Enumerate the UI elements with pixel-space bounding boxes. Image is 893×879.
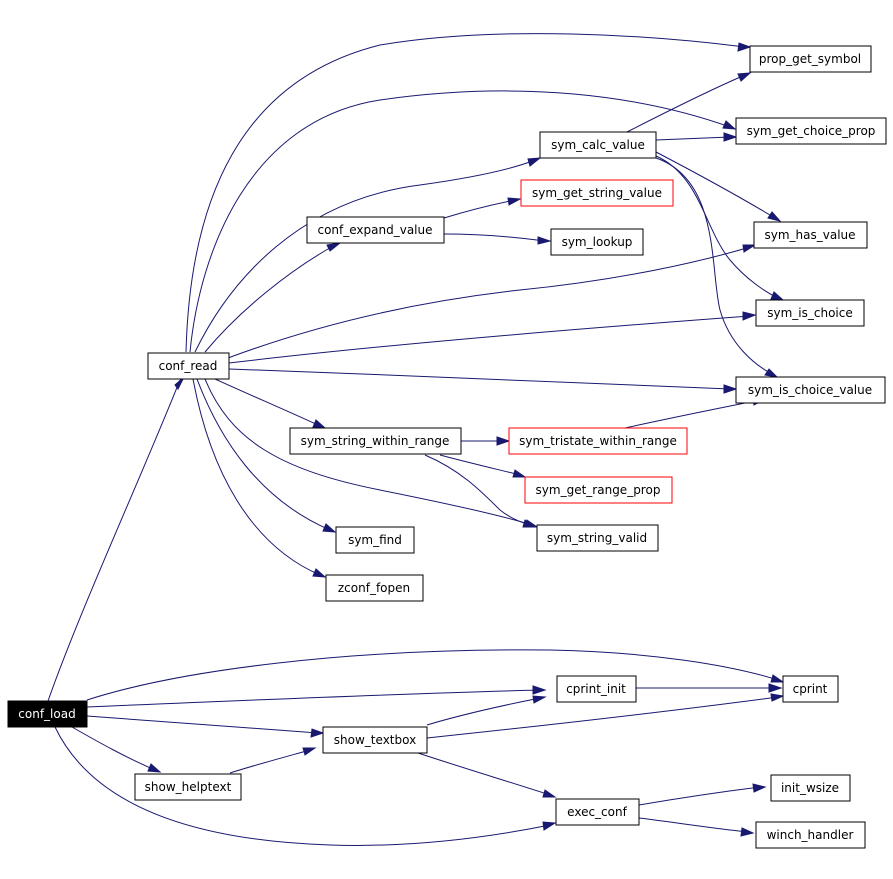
edge-conf_load-conf_read bbox=[47, 376, 185, 702]
svg-text:cprint_init: cprint_init bbox=[566, 682, 626, 696]
svg-text:sym_calc_value: sym_calc_value bbox=[551, 138, 645, 152]
svg-text:sym_get_range_prop: sym_get_range_prop bbox=[536, 483, 661, 497]
edge-conf_expand_value-sym_lookup bbox=[443, 233, 552, 245]
node-sym_string_valid[interactable]: sym_string_valid bbox=[536, 524, 659, 552]
node-winch_handler[interactable]: winch_handler bbox=[755, 821, 866, 849]
node-sym_has_value[interactable]: sym_has_value bbox=[753, 221, 868, 249]
edge-show_textbox-exec_conf bbox=[414, 751, 557, 798]
node-init_wsize[interactable]: init_wsize bbox=[770, 774, 851, 802]
edge-exec_conf-winch_handler bbox=[638, 817, 755, 837]
svg-text:sym_is_choice: sym_is_choice bbox=[767, 306, 853, 320]
node-cprint[interactable]: cprint bbox=[782, 675, 839, 703]
node-show_textbox[interactable]: show_textbox bbox=[322, 726, 428, 754]
edge-conf_read-sym_is_choice bbox=[228, 311, 757, 364]
svg-text:cprint: cprint bbox=[793, 682, 828, 696]
svg-text:sym_find: sym_find bbox=[348, 533, 402, 547]
edge-exec_conf-init_wsize bbox=[638, 783, 767, 806]
edge-conf_read-sym_calc_value bbox=[194, 157, 542, 353]
svg-text:sym_is_choice_value: sym_is_choice_value bbox=[748, 383, 872, 397]
edge-conf_load-show_textbox bbox=[86, 715, 325, 738]
svg-text:exec_conf: exec_conf bbox=[567, 805, 627, 819]
node-conf_expand_value[interactable]: conf_expand_value bbox=[306, 216, 445, 244]
edge-conf_read-sym_string_within_range bbox=[214, 378, 327, 429]
edge-conf_read-zconf_fopen bbox=[192, 378, 327, 578]
svg-text:show_helptext: show_helptext bbox=[145, 780, 232, 794]
edge-conf_load-show_helptext bbox=[71, 726, 162, 773]
edge-conf_read-conf_expand_value bbox=[204, 242, 342, 353]
node-sym_get_choice_prop[interactable]: sym_get_choice_prop bbox=[735, 117, 887, 145]
svg-text:sym_string_within_range: sym_string_within_range bbox=[301, 434, 450, 448]
svg-text:show_textbox: show_textbox bbox=[334, 733, 416, 747]
edge-show_textbox-cprint_init bbox=[426, 695, 547, 726]
edge-conf_read-sym_has_value bbox=[227, 244, 757, 359]
edge-conf_read-sym_get_choice_prop bbox=[189, 90, 737, 353]
edge-sym_calc_value-sym_has_value bbox=[655, 151, 782, 222]
edge-sym_string_within_range-sym_string_valid bbox=[424, 454, 537, 528]
edge-sym_string_within_range-sym_get_range_prop bbox=[439, 454, 527, 478]
node-sym_tristate_within_range[interactable]: sym_tristate_within_range bbox=[508, 427, 688, 455]
edge-sym_calc_value-sym_get_choice_prop bbox=[655, 132, 738, 142]
node-zconf_fopen[interactable]: zconf_fopen bbox=[325, 574, 424, 602]
edges bbox=[47, 33, 785, 846]
svg-text:conf_read: conf_read bbox=[159, 359, 218, 373]
node-conf_read[interactable]: conf_read bbox=[147, 352, 230, 380]
edge-sym_calc_value-sym_is_choice_value bbox=[655, 157, 779, 378]
edge-show_helptext-show_textbox bbox=[229, 747, 317, 774]
edge-conf_load-cprint bbox=[86, 649, 785, 701]
svg-text:init_wsize: init_wsize bbox=[781, 781, 839, 795]
edge-conf_expand_value-sym_get_string_value bbox=[443, 197, 522, 219]
node-sym_get_string_value[interactable]: sym_get_string_value bbox=[520, 179, 674, 207]
svg-text:sym_string_valid: sym_string_valid bbox=[547, 531, 647, 545]
edge-show_textbox-cprint bbox=[426, 693, 785, 739]
edge-sym_string_within_range-sym_tristate_within_range bbox=[461, 436, 511, 446]
svg-text:conf_load: conf_load bbox=[18, 707, 75, 721]
node-sym_lookup[interactable]: sym_lookup bbox=[550, 228, 644, 256]
node-sym_is_choice[interactable]: sym_is_choice bbox=[755, 299, 865, 327]
svg-text:sym_tristate_within_range: sym_tristate_within_range bbox=[519, 434, 677, 448]
edge-conf_load-cprint_init bbox=[86, 685, 547, 708]
edge-conf_load-exec_conf bbox=[54, 726, 557, 846]
node-exec_conf[interactable]: exec_conf bbox=[555, 798, 640, 826]
edge-conf_read-sym_find bbox=[196, 378, 337, 533]
node-sym_string_within_range[interactable]: sym_string_within_range bbox=[289, 427, 462, 455]
svg-text:sym_get_string_value: sym_get_string_value bbox=[532, 186, 662, 200]
edge-cprint_init-cprint bbox=[635, 683, 783, 693]
edge-sym_calc_value-prop_get_symbol bbox=[626, 72, 752, 133]
node-cprint_init[interactable]: cprint_init bbox=[556, 675, 637, 703]
svg-text:sym_lookup: sym_lookup bbox=[562, 235, 633, 249]
edge-conf_read-sym_is_choice_value bbox=[228, 368, 738, 394]
node-sym_get_range_prop[interactable]: sym_get_range_prop bbox=[524, 476, 673, 504]
node-sym_find[interactable]: sym_find bbox=[335, 526, 415, 554]
svg-text:conf_expand_value: conf_expand_value bbox=[317, 223, 432, 237]
node-show_helptext[interactable]: show_helptext bbox=[134, 773, 242, 801]
svg-text:prop_get_symbol: prop_get_symbol bbox=[759, 52, 861, 66]
node-prop_get_symbol[interactable]: prop_get_symbol bbox=[749, 45, 872, 73]
edge-conf_read-prop_get_symbol bbox=[185, 33, 752, 353]
node-sym_is_choice_value[interactable]: sym_is_choice_value bbox=[735, 376, 886, 404]
node-sym_calc_value[interactable]: sym_calc_value bbox=[539, 131, 657, 159]
svg-text:sym_get_choice_prop: sym_get_choice_prop bbox=[747, 124, 876, 138]
node-conf_load[interactable]: conf_load bbox=[7, 700, 88, 728]
nodes: conf_load conf_read prop_get_symbol sym_… bbox=[7, 45, 887, 849]
svg-text:sym_has_value: sym_has_value bbox=[764, 228, 855, 242]
svg-text:winch_handler: winch_handler bbox=[767, 828, 854, 842]
svg-text:zconf_fopen: zconf_fopen bbox=[338, 581, 410, 595]
